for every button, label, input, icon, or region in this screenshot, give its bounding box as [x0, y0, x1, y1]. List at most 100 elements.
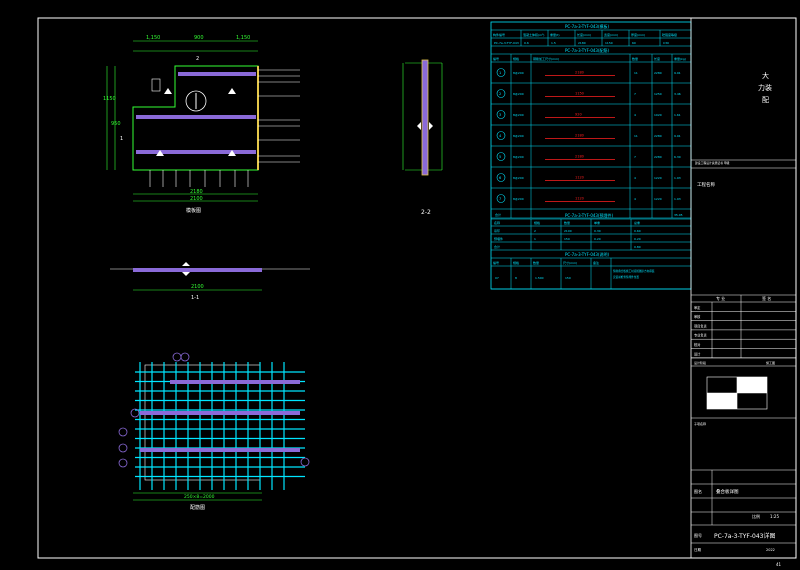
t2-dim-3: 2180	[575, 134, 584, 138]
t1-cell-4: 1150	[605, 41, 613, 45]
t3-cell-0-2: 2100	[564, 229, 572, 233]
t1-cell-0: PC-7a-3-TYF-043	[494, 41, 519, 45]
t1-header-5: 厚度(mm)	[631, 32, 645, 37]
t4-cell-3: 150	[565, 276, 571, 280]
north-arrow-icon	[185, 90, 207, 112]
t1-cell-5: 60	[632, 41, 636, 45]
rebar-plan: 250×8=2000 配筋图	[118, 352, 310, 511]
t2-kg-5: 1.93	[674, 176, 681, 180]
t2-kg-4: 6.30	[674, 155, 681, 159]
t1-cell-1: 0.6	[524, 41, 529, 45]
t3-header-3: 单重	[594, 220, 600, 225]
t4-header-0: 编号	[493, 260, 499, 265]
t3-cell-0-1: 2	[534, 229, 536, 233]
t1-header-2: 重量(t)	[550, 32, 560, 37]
t4-header-3: 尺寸(mm)	[563, 260, 577, 265]
t3-header-2: 数量	[564, 220, 570, 225]
t3-header-1: 规格	[534, 220, 540, 225]
t2-spec-0: 8@200	[513, 71, 524, 75]
dim-left-2: 950	[111, 121, 121, 127]
t3-header-0: 名称	[494, 220, 500, 225]
t3-cell-2-4: 0.80	[634, 245, 641, 249]
t2-len-5: 1220	[654, 176, 662, 180]
t2-qty-3: 11	[634, 134, 638, 138]
t2-spec-6: 8@200	[513, 197, 524, 201]
t3-cell-1-4: 0.20	[634, 237, 641, 241]
t2-spec-2: 8@200	[513, 113, 524, 117]
t2-header-4: 长度	[654, 56, 660, 61]
t2-dim-2: 920	[575, 113, 582, 117]
drawing-no-label: 图号	[694, 532, 702, 538]
t3-header-4: 总重	[634, 220, 640, 225]
scale-value: 1:25	[770, 514, 779, 519]
t2-len-2: 1020	[654, 113, 662, 117]
scale-label: 比例	[752, 513, 760, 519]
dim-top-left: 1,150	[146, 35, 160, 41]
t2-id-3: 4	[499, 134, 502, 138]
t2-kg-0: 9.91	[674, 71, 681, 75]
t1-header-4: 宽度(mm)	[604, 32, 618, 37]
tb-row-3: 专业负责	[694, 333, 707, 338]
t2-qty-0: 11	[634, 71, 638, 75]
t2-dim-0: 2180	[575, 71, 584, 75]
t2-total-value: 35.05	[674, 213, 683, 217]
project-label: 工程名称	[697, 181, 715, 188]
dim-top-mid: 900	[194, 35, 204, 41]
rebar-caption: 配筋图	[190, 504, 205, 511]
t2-header-2: 钢筋加工尺寸(mm)	[533, 56, 559, 61]
dim-bottom-1: 2180	[190, 189, 203, 195]
dim-top-right: 1,150	[236, 35, 250, 41]
t4-cell-2: 1.500	[535, 276, 544, 280]
dim-bottom-2: 2100	[190, 196, 203, 202]
t1-header-3: 长度(mm)	[577, 32, 591, 37]
drawing-no: PC-7a-3-TYF-043详图	[714, 532, 775, 540]
company-line-3: 配	[762, 96, 769, 104]
dim-left-1: 1150	[103, 96, 116, 102]
t2-len-1: 1250	[654, 92, 662, 96]
tb-row-2: 项目负责	[694, 323, 707, 328]
t2-kg-2: 1.61	[674, 113, 681, 117]
t3-cell-0-3: 0.30	[594, 229, 601, 233]
tb-header-a: 专 业	[716, 295, 725, 301]
t2-qty-1: 7	[634, 92, 636, 96]
stage-label: 设计阶段	[694, 360, 706, 365]
schedule-tables: PC-7a-3-TYF-043(模板) 构件编号混凝土体积(m³)重量(t)长度…	[490, 21, 692, 290]
sub-project: 子项名称	[694, 421, 706, 426]
t4-header-1: 规格	[513, 260, 519, 265]
outer-frame	[37, 17, 797, 559]
company-line-1: 大	[762, 71, 769, 80]
t2-kg-6: 1.93	[674, 197, 681, 201]
t3-cell-0-0: 吊环	[494, 229, 500, 233]
t2-dim-4: 2180	[575, 155, 584, 159]
t2-total-label: 合计	[495, 212, 501, 217]
tb-row-5: 设计	[694, 351, 701, 356]
dim-rebar-bottom: 250×8=2000	[184, 494, 215, 500]
t4-cell-0: 07	[495, 276, 499, 280]
t2-header-0: 编号	[493, 56, 499, 61]
t2-kg-1: 3.46	[674, 92, 681, 96]
date-value: 2022	[766, 548, 775, 552]
t3-cell-1-1: 1	[534, 237, 536, 241]
t1-header-6: 砼强度等级	[662, 32, 677, 37]
section-1-1: 2100 1-1	[110, 262, 310, 301]
drawing-title-label: 图名	[694, 488, 702, 494]
stage-value: 施工图	[766, 360, 775, 365]
page-number: 41	[776, 562, 782, 567]
tb-row-0: 审定	[694, 305, 701, 310]
t2-id-2: 3	[499, 113, 501, 117]
t2-id-5: 6	[499, 176, 501, 180]
table-2-title: PC-7a-3-TYF-043(配筋)	[565, 47, 610, 53]
t2-len-6: 1220	[654, 197, 662, 201]
t2-qty-2: 4	[634, 113, 636, 117]
table-1-title: PC-7a-3-TYF-043(模板)	[565, 23, 610, 29]
t2-id-6: 7	[499, 197, 501, 201]
t2-spec-5: 8@200	[513, 176, 524, 180]
t3-cell-0-4: 0.60	[634, 229, 641, 233]
t2-id-0: 1	[499, 71, 501, 75]
t2-spec-3: 8@200	[513, 134, 524, 138]
t4-note-1: 预制叠合板施工时应按图示方向吊装	[613, 269, 655, 273]
t2-spec-4: 8@200	[513, 155, 524, 159]
t3-cell-1-3: 0.20	[594, 237, 601, 241]
t1-header-1: 混凝土体积(m³)	[523, 32, 544, 37]
t2-qty-4: 7	[634, 155, 636, 159]
